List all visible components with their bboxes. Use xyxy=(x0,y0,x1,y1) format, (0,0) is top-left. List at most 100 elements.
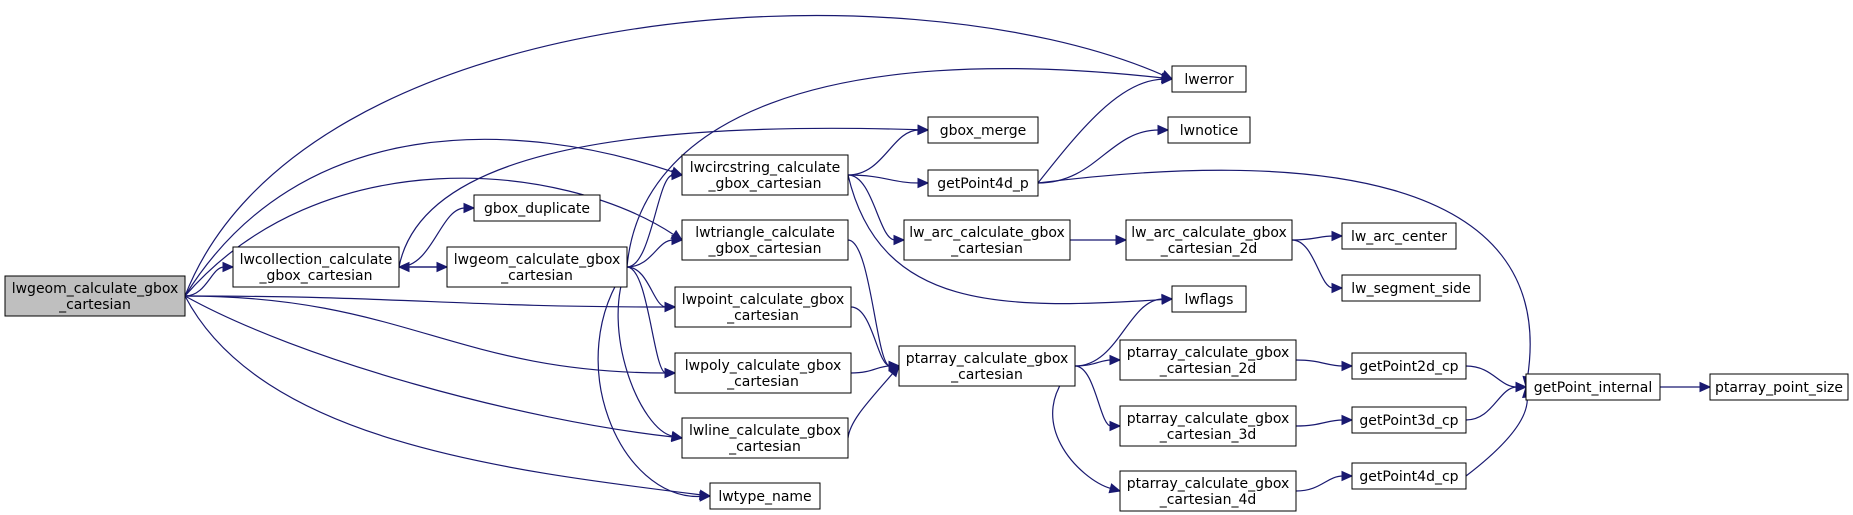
node-label: _cartesian_4d xyxy=(1159,492,1257,508)
arrowhead xyxy=(664,367,677,379)
edge-lw_arc_calc-to-lw_arc_calc_2d xyxy=(1070,234,1128,246)
node-gbox_duplicate[interactable]: gbox_duplicate xyxy=(473,194,601,222)
edge-root-to-lwline xyxy=(184,295,684,443)
node-lwline[interactable]: lwline_calculate_gbox_cartesian xyxy=(681,417,849,459)
node-box xyxy=(1119,405,1297,447)
node-pa_4d[interactable]: ptarray_calculate_gbox_cartesian_4d xyxy=(1119,470,1297,512)
node-label: getPoint2d_cp xyxy=(1359,359,1458,375)
arrowhead xyxy=(917,177,930,189)
node-label: lw_arc_center xyxy=(1351,229,1447,245)
node-label: _cartesian xyxy=(58,297,131,313)
node-label: lwflags xyxy=(1185,292,1234,308)
node-label: lwgeom_calculate_gbox xyxy=(12,281,179,297)
arrowhead xyxy=(1341,360,1354,372)
node-box xyxy=(1709,373,1849,401)
node-lwcirc[interactable]: lwcircstring_calculate_gbox_cartesian xyxy=(681,154,849,196)
node-pa_3d[interactable]: ptarray_calculate_gbox_cartesian_3d xyxy=(1119,405,1297,447)
edge-getPoint4d_p-to-lwnotice xyxy=(1037,124,1170,184)
node-lw_arc_center[interactable]: lw_arc_center xyxy=(1341,222,1457,250)
arrowhead xyxy=(463,202,476,214)
edge-ptarray_calc-to-pa_2d xyxy=(1074,354,1122,367)
arrowhead xyxy=(1115,234,1128,246)
arrowhead xyxy=(1341,414,1354,426)
node-label: lwnotice xyxy=(1180,123,1238,139)
node-box xyxy=(681,219,849,261)
node-label: _cartesian xyxy=(500,268,573,284)
node-lwtype_name[interactable]: lwtype_name xyxy=(709,482,821,510)
node-lw_arc_calc[interactable]: lw_arc_calculate_gbox_cartesian xyxy=(903,219,1071,261)
arrowhead xyxy=(1341,470,1354,482)
node-box xyxy=(1351,352,1467,380)
node-lw_arc_calc_2d[interactable]: lw_arc_calculate_gbox_cartesian_2d xyxy=(1125,219,1293,261)
edge-pa_3d-to-getPoint3d_cp xyxy=(1295,414,1354,427)
node-label: _cartesian_2d xyxy=(1159,361,1257,377)
node-label: ptarray_calculate_gbox xyxy=(1127,476,1290,492)
node-lwgeom2[interactable]: lwgeom_calculate_gbox_cartesian xyxy=(446,246,628,288)
node-lwflags[interactable]: lwflags xyxy=(1171,285,1247,313)
arrowhead xyxy=(1161,293,1174,305)
node-lwerror[interactable]: lwerror xyxy=(1171,65,1247,93)
node-box xyxy=(1119,470,1297,512)
node-label: lwcircstring_calculate xyxy=(690,160,841,176)
node-box xyxy=(1171,65,1247,93)
arrowhead xyxy=(1515,381,1528,393)
node-label: _gbox_cartesian xyxy=(708,176,822,192)
arrowhead xyxy=(664,301,677,313)
node-label: lw_arc_calculate_gbox xyxy=(909,225,1065,241)
arrowhead xyxy=(222,261,235,273)
node-box xyxy=(681,154,849,196)
node-box xyxy=(446,246,628,288)
node-lwpoint[interactable]: lwpoint_calculate_gbox_cartesian xyxy=(674,286,852,328)
node-label: ptarray_calculate_gbox xyxy=(1127,411,1290,427)
arrowhead xyxy=(1331,282,1344,294)
node-box xyxy=(232,246,400,288)
node-lwpoly[interactable]: lwpoly_calculate_gbox_cartesian xyxy=(674,352,852,394)
node-root[interactable]: lwgeom_calculate_gbox_cartesian xyxy=(4,275,186,317)
edge-lwgeom2-to-lwtri xyxy=(626,234,684,268)
node-ptarray_point_size[interactable]: ptarray_point_size xyxy=(1709,373,1849,401)
node-lwtri[interactable]: lwtriangle_calculate_gbox_cartesian xyxy=(681,219,849,261)
node-label: _cartesian_2d xyxy=(1160,241,1258,257)
arrowhead xyxy=(888,365,900,378)
node-label: getPoint_internal xyxy=(1534,380,1652,396)
node-label: getPoint4d_cp xyxy=(1359,469,1458,485)
node-label: _cartesian xyxy=(950,367,1023,383)
node-getPoint2d_cp[interactable]: getPoint2d_cp xyxy=(1351,352,1467,380)
node-lwnotice[interactable]: lwnotice xyxy=(1167,116,1251,144)
arrowhead xyxy=(1109,354,1122,366)
node-label: _gbox_cartesian xyxy=(708,241,822,257)
node-pa_2d[interactable]: ptarray_calculate_gbox_cartesian_2d xyxy=(1119,339,1297,381)
node-label: lwgeom_calculate_gbox xyxy=(454,252,621,268)
node-label: lwerror xyxy=(1184,72,1233,88)
node-gbox_merge[interactable]: gbox_merge xyxy=(927,116,1039,144)
edge-lwcirc-to-gbox_merge xyxy=(847,124,930,176)
node-label: gbox_duplicate xyxy=(484,201,590,217)
edge-root-to-lwpoly xyxy=(184,295,677,379)
edge-lwcirc-to-lw_arc_calc xyxy=(847,174,906,246)
node-label: gbox_merge xyxy=(940,123,1026,139)
arrowhead xyxy=(893,234,906,246)
node-label: _cartesian_3d xyxy=(1159,427,1257,443)
node-box xyxy=(674,286,852,328)
node-label: _cartesian xyxy=(726,308,799,324)
arrowhead xyxy=(1331,230,1344,242)
nodes-layer: lwgeom_calculate_gbox_cartesianlwcollect… xyxy=(4,65,1849,512)
edge-root-to-lwcoll xyxy=(184,261,235,297)
node-box xyxy=(681,417,849,459)
edge-lwgeom2-to-lwcirc xyxy=(626,169,684,268)
node-lw_segment_side[interactable]: lw_segment_side xyxy=(1341,274,1481,302)
node-getPoint4d_cp[interactable]: getPoint4d_cp xyxy=(1351,462,1467,490)
node-box xyxy=(674,352,852,394)
node-label: lwline_calculate_gbox xyxy=(689,423,841,439)
node-getPoint3d_cp[interactable]: getPoint3d_cp xyxy=(1351,406,1467,434)
arrowhead xyxy=(699,491,712,502)
arrowhead xyxy=(1109,420,1122,432)
node-getPoint4d_p[interactable]: getPoint4d_p xyxy=(927,169,1039,197)
node-box xyxy=(903,219,1071,261)
node-box xyxy=(898,345,1076,387)
edge-getPoint3d_cp-to-getPoint_internal xyxy=(1465,381,1528,421)
node-lwcoll[interactable]: lwcollection_calculate_gbox_cartesian xyxy=(232,246,400,288)
node-ptarray_calc[interactable]: ptarray_calculate_gbox_cartesian xyxy=(898,345,1076,387)
node-getPoint_internal[interactable]: getPoint_internal xyxy=(1525,373,1661,401)
